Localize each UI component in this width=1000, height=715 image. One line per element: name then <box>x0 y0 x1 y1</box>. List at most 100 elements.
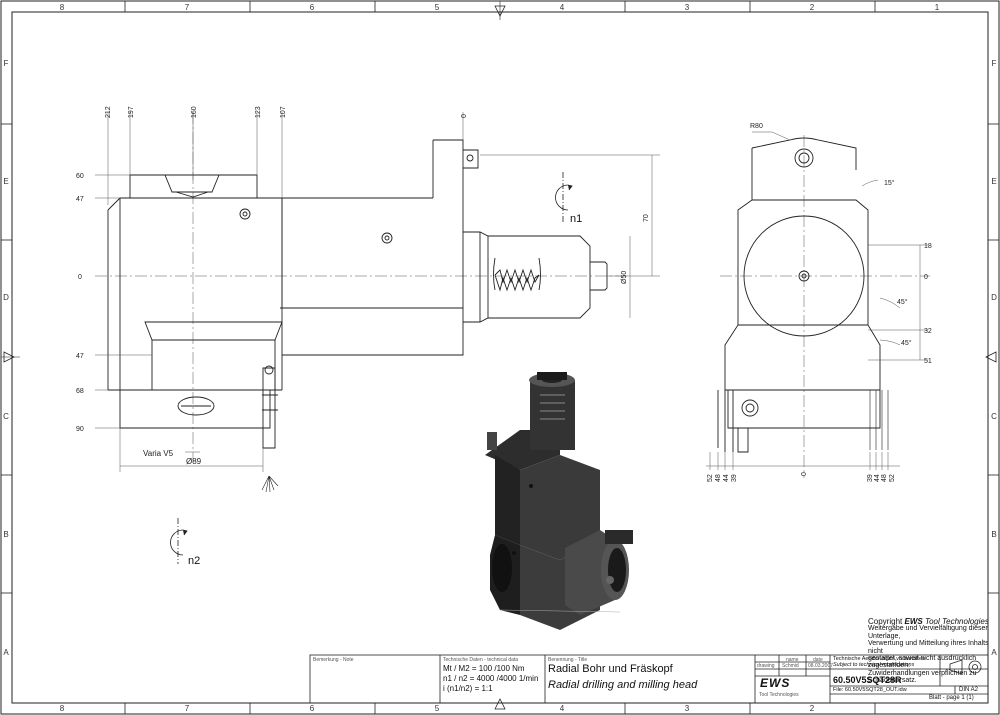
ews-logo-sub: Tool Technologies <box>759 692 799 698</box>
dim-bottom-0: 0 <box>801 472 808 476</box>
col-label: 5 <box>435 3 440 12</box>
row-label: A <box>3 648 9 657</box>
row-label: B <box>3 530 8 539</box>
copyright-line: Zuwiderhandlungen verpflichten zu Schade… <box>868 669 977 685</box>
dim-bottom-48r: 48 <box>881 474 888 482</box>
dim-angle-45a: 45° <box>897 298 908 306</box>
date-header: date <box>813 657 823 663</box>
row-label: A <box>991 648 997 657</box>
tech-change-en: Subject to technical modifications <box>833 662 915 668</box>
dim-r80: R80 <box>750 123 763 130</box>
drawing-label: drawing <box>757 663 775 669</box>
col-label: 6 <box>310 3 315 12</box>
projection-symbol <box>949 659 982 675</box>
dim-left-60: 60 <box>76 173 84 180</box>
col-label: 1 <box>935 3 940 12</box>
dim-angle-15: 15° <box>884 179 895 187</box>
dim-d50: Ø50 <box>621 271 628 284</box>
file-name: File: 60.50V5SQT28_OUT.idw <box>833 687 907 693</box>
dim-right-18: 18 <box>924 243 932 250</box>
copyright-title: Copyright EWS Tool Technologies <box>868 617 989 626</box>
row-label: E <box>991 177 996 186</box>
torque-spec: Mt / M2 = 100 /100 Nm <box>443 664 525 673</box>
sheet-number: Blatt - page 1 (1) <box>929 695 974 701</box>
row-label: C <box>3 412 9 421</box>
speed-spec: n1 / n2 = 4000 /4000 1/min <box>443 674 539 683</box>
frame-labels: 8 7 6 5 4 3 2 1 8 7 6 5 4 3 2 F E D C B … <box>3 3 997 713</box>
dim-top-197: 197 <box>128 106 135 118</box>
label-n2: n2 <box>188 555 200 567</box>
front-view-dim-text: R80 15° 45° 45° 18 0 32 51 52 48 44 39 0… <box>707 123 932 482</box>
dim-top-0: 0 <box>461 114 468 118</box>
dim-right-51: 51 <box>924 358 932 365</box>
row-label: C <box>991 412 997 421</box>
row-label: F <box>992 59 997 68</box>
dim-left-47: 47 <box>76 196 84 203</box>
col-label: 4 <box>560 3 565 12</box>
remark-label: Bemerkung - Note <box>313 657 354 663</box>
part-number: 60.50V5SQT28R <box>833 675 902 685</box>
col-label: 6 <box>310 704 315 713</box>
col-label: 2 <box>810 704 815 713</box>
side-view-dim-text: 212 197 160 123 107 0 60 47 0 47 68 90 7… <box>76 106 650 466</box>
dim-left-68: 68 <box>76 388 84 395</box>
copyright-notice: Copyright EWS Tool Technologies Weiterga… <box>868 618 1000 685</box>
tech-change-de: Technische Aenderungen vorbehalten <box>833 656 926 662</box>
title-label: Benennung - Title <box>548 657 588 663</box>
drawer-name: Schmid <box>782 663 799 669</box>
dim-bottom-44: 44 <box>723 474 730 482</box>
col-label: 3 <box>685 3 690 12</box>
row-label: F <box>4 59 9 68</box>
col-label: 2 <box>810 3 815 12</box>
drawing-title-de: Radial Bohr und Fräskopf <box>548 663 673 675</box>
tech-data-label: Technische Daten - technical data <box>443 657 519 663</box>
dim-top-107: 107 <box>280 106 287 118</box>
dim-bottom-39: 39 <box>731 474 738 482</box>
dim-bottom-39r: 39 <box>867 474 874 482</box>
dim-bottom-44r: 44 <box>874 474 881 482</box>
col-label: 3 <box>685 704 690 713</box>
dim-top-212: 212 <box>105 106 112 118</box>
rotation-symbol-n1 <box>555 172 573 222</box>
side-view-dimensions <box>95 112 660 472</box>
copyright-line: Verwertung und Mitteilung ihres Inhalts … <box>868 640 989 655</box>
dim-bottom-48: 48 <box>715 474 722 482</box>
label-varia-v5: Varia V5 <box>143 449 174 458</box>
col-label: 4 <box>560 704 565 713</box>
name-header: name <box>786 657 799 663</box>
row-label: D <box>991 293 997 302</box>
dim-left-0: 0 <box>78 274 82 281</box>
col-label: 8 <box>60 704 65 713</box>
rotation-symbol-n2 <box>170 518 188 564</box>
ews-logo: EWS <box>760 676 791 690</box>
col-label: 5 <box>435 704 440 713</box>
drawing-date: 08.03.2007 <box>808 663 834 669</box>
col-label: 8 <box>60 3 65 12</box>
drawing-title-en: Radial drilling and milling head <box>548 679 698 691</box>
row-label: D <box>3 293 9 302</box>
dim-right-32: 32 <box>924 328 932 335</box>
col-label: 7 <box>185 3 190 12</box>
dim-left-47b: 47 <box>76 353 84 360</box>
dim-angle-45b: 45° <box>901 339 912 347</box>
dim-left-90: 90 <box>76 426 84 433</box>
copyright-line: Weitergabe und Vervielfältigung dieser U… <box>868 625 988 640</box>
col-label: 7 <box>185 704 190 713</box>
ratio-spec: i (n1/n2) = 1:1 <box>443 684 493 693</box>
row-label: E <box>3 177 8 186</box>
copyright-line: gestattet, soweit nicht ausdrücklich zug… <box>868 655 977 670</box>
dim-70: 70 <box>643 214 650 222</box>
label-n1: n1 <box>570 213 582 225</box>
front-view <box>717 135 930 478</box>
front-view-dimensions <box>706 131 928 470</box>
dim-right-0: 0 <box>924 274 928 281</box>
iso-view <box>485 372 633 630</box>
dim-bottom-52r: 52 <box>889 474 896 482</box>
paper-size: DIN A2 <box>959 687 979 693</box>
dim-top-123: 123 <box>255 106 262 118</box>
dim-top-160: 160 <box>191 106 198 118</box>
dim-d89: Ø89 <box>186 457 202 466</box>
dim-bottom-52: 52 <box>707 474 714 482</box>
row-label: B <box>991 530 996 539</box>
